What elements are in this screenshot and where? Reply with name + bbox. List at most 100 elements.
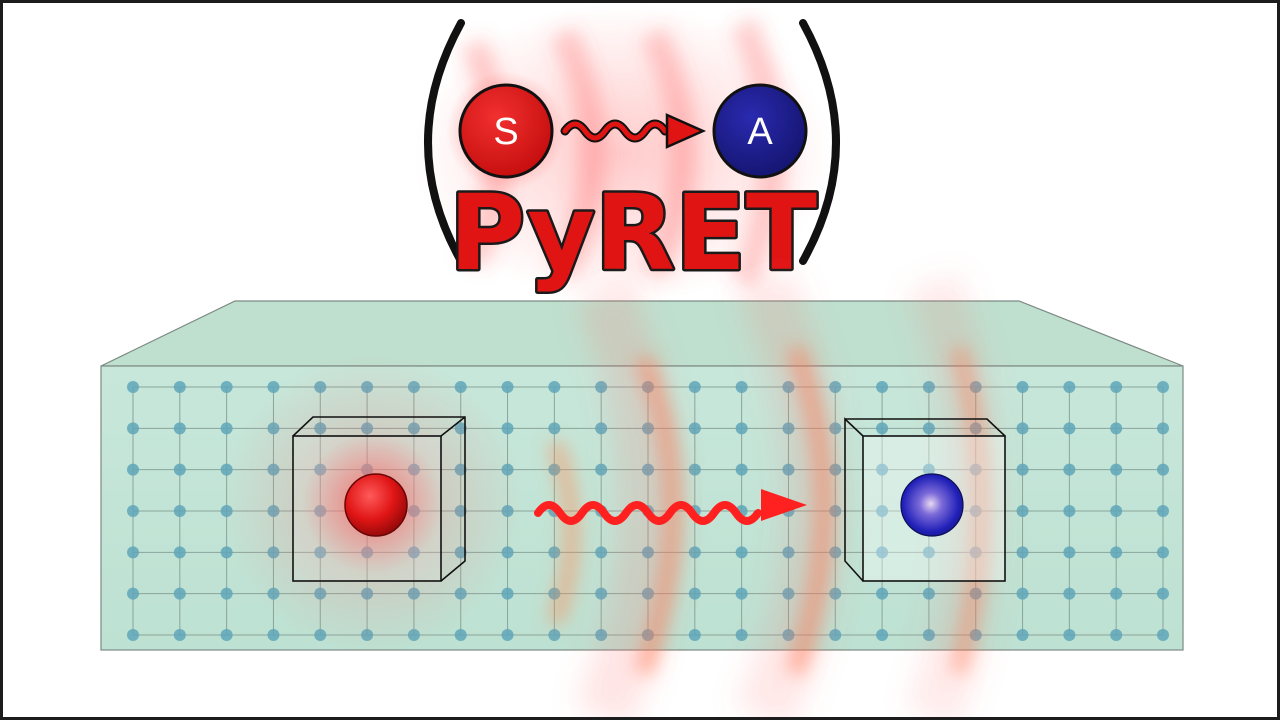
lattice-node (1016, 587, 1029, 600)
lattice-node (220, 422, 233, 435)
lattice-node (1063, 505, 1076, 517)
lattice-node (688, 463, 701, 476)
lattice-node (922, 587, 935, 600)
lattice-node (220, 381, 233, 393)
lattice-node (1157, 629, 1169, 641)
lattice-node (127, 422, 139, 435)
source-sphere (344, 473, 408, 537)
lattice-node (127, 546, 139, 559)
logo-title: PyRET (449, 172, 817, 294)
lattice-node (1157, 463, 1169, 476)
left-parenthesis (424, 19, 465, 265)
lattice-node (1110, 587, 1123, 600)
lattice-node (548, 546, 561, 559)
lattice-node (220, 546, 233, 559)
lattice-node (127, 629, 139, 641)
acceptor-sphere (900, 473, 964, 537)
lattice-node (688, 422, 701, 435)
lattice-node (1110, 381, 1123, 393)
lattice-node (735, 587, 748, 600)
lattice-node (1063, 629, 1076, 641)
lattice-node (501, 587, 514, 600)
lattice-node (173, 629, 186, 641)
source-label: S (493, 111, 518, 153)
lattice-node (876, 463, 889, 476)
lattice-node (1063, 422, 1076, 435)
lattice-node (735, 381, 748, 393)
lattice-node (829, 629, 842, 641)
lattice-node (1157, 381, 1169, 393)
lattice-node (454, 629, 467, 641)
lattice-node (595, 422, 608, 435)
lattice-node (267, 629, 280, 641)
source-sphere-logo (458, 83, 554, 179)
lattice-node (548, 381, 561, 393)
lattice-node (1016, 505, 1029, 517)
lattice-node (1016, 381, 1029, 393)
lattice-node (876, 422, 889, 435)
transfer-arrowhead (761, 489, 807, 521)
acceptor-label: A (747, 111, 773, 153)
lattice-node (1157, 505, 1169, 517)
lattice-node (688, 546, 701, 559)
material-slab (100, 270, 1184, 717)
lattice-node (1063, 546, 1076, 559)
lattice-node (173, 381, 186, 393)
lattice-node (922, 381, 935, 393)
lattice-node (876, 381, 889, 393)
lattice-node (127, 463, 139, 476)
lattice-node (829, 381, 842, 393)
lattice-node (1063, 587, 1076, 600)
lattice-node (173, 587, 186, 600)
pyret-logo: S A PyRET (413, 3, 840, 303)
lattice-node (1016, 422, 1029, 435)
wavefront-halos (575, 270, 1001, 717)
lattice-node (1157, 546, 1169, 559)
lattice-node (876, 546, 889, 559)
lattice-node (220, 587, 233, 600)
lattice-node (1157, 587, 1169, 600)
lattice-node (595, 587, 608, 600)
lattice-node (688, 381, 701, 393)
lattice-node (501, 381, 514, 393)
lattice-node (735, 463, 748, 476)
acceptor-cavity-box (844, 417, 1006, 582)
lattice-node (922, 422, 935, 435)
lattice-node (1110, 629, 1123, 641)
lattice-node (1110, 505, 1123, 517)
diagram-canvas: S A PyRET (100, 3, 1184, 717)
lattice-node (220, 629, 233, 641)
lattice-node (876, 629, 889, 641)
transfer-wavy-arrow (534, 501, 762, 525)
lattice-node (127, 381, 139, 393)
lattice-node (595, 463, 608, 476)
lattice-node (127, 505, 139, 517)
lattice-node (1016, 463, 1029, 476)
acceptor-sphere-logo (712, 83, 808, 179)
lattice-node (1157, 422, 1169, 435)
right-parenthesis (799, 19, 840, 265)
lattice-node (1063, 463, 1076, 476)
logo-arrowhead (665, 113, 707, 149)
lattice-node (501, 629, 514, 641)
lattice-node (735, 629, 748, 641)
lattice-node (1016, 546, 1029, 559)
lattice-node (735, 422, 748, 435)
lattice-node (127, 587, 139, 600)
lattice-node (922, 546, 935, 559)
lattice-node (173, 422, 186, 435)
lattice-node (1016, 629, 1029, 641)
lattice-node (1110, 422, 1123, 435)
lattice-node (688, 629, 701, 641)
lattice-node (173, 505, 186, 517)
lattice-node (735, 546, 748, 559)
lattice-node (173, 463, 186, 476)
lattice-node (1110, 463, 1123, 476)
lattice-node (876, 587, 889, 600)
lattice-node (548, 422, 561, 435)
lattice-node (548, 629, 561, 641)
lattice-node (876, 505, 889, 517)
lattice-node (1110, 546, 1123, 559)
lattice-node (1063, 381, 1076, 393)
